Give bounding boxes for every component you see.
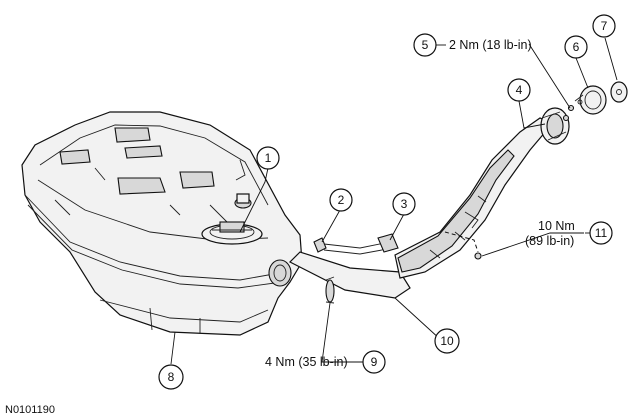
- callout-5-number: 5: [422, 38, 429, 52]
- callout-9: 4 Nm (35 lb-in) 9: [265, 350, 386, 374]
- callout-5: 5 2 Nm (18 lb-in): [413, 33, 532, 57]
- callout-2-number: 2: [338, 193, 345, 207]
- screws: [562, 104, 575, 122]
- callout-2: 2: [329, 188, 353, 212]
- callout-1-number: 1: [265, 151, 272, 165]
- callout-6: 6: [564, 35, 588, 59]
- callout-10: 10: [434, 328, 460, 354]
- vapor-line: [313, 233, 399, 255]
- callout-7-number: 7: [601, 19, 608, 33]
- callout-8: 8: [158, 364, 184, 390]
- filler-cap: [610, 81, 628, 103]
- fuel-pump-module: [201, 221, 263, 245]
- leader-lines: [170, 37, 618, 365]
- callout-11: 10 Nm (89 lb-in) 11: [525, 219, 613, 248]
- callout-7: 7: [592, 14, 616, 38]
- callout-10-number: 10: [440, 334, 454, 348]
- figure-id: N0101190: [5, 404, 55, 416]
- callout-8-number: 8: [168, 370, 175, 384]
- callout-6-number: 6: [573, 40, 580, 54]
- fuel-tank: [21, 111, 303, 336]
- callout-11-torque-line1: 10 Nm: [538, 219, 575, 233]
- retaining-ring: [574, 85, 607, 115]
- callout-9-torque: 4 Nm (35 lb-in): [265, 355, 348, 369]
- callout-4: 4: [507, 78, 531, 102]
- callout-5-torque: 2 Nm (18 lb-in): [449, 38, 532, 52]
- callout-11-number: 11: [595, 226, 608, 240]
- callout-1: 1: [256, 146, 280, 170]
- callout-11-torque-line2: (89 lb-in): [525, 234, 574, 248]
- callout-3-number: 3: [401, 197, 408, 211]
- fuel-filler-pipe: [288, 107, 570, 299]
- callout-4-number: 4: [516, 83, 523, 97]
- bolt: [474, 252, 482, 260]
- hidden-line: [444, 231, 479, 253]
- callout-9-number: 9: [371, 355, 378, 369]
- hose-clamp: [325, 276, 335, 304]
- callout-3: 3: [392, 192, 416, 216]
